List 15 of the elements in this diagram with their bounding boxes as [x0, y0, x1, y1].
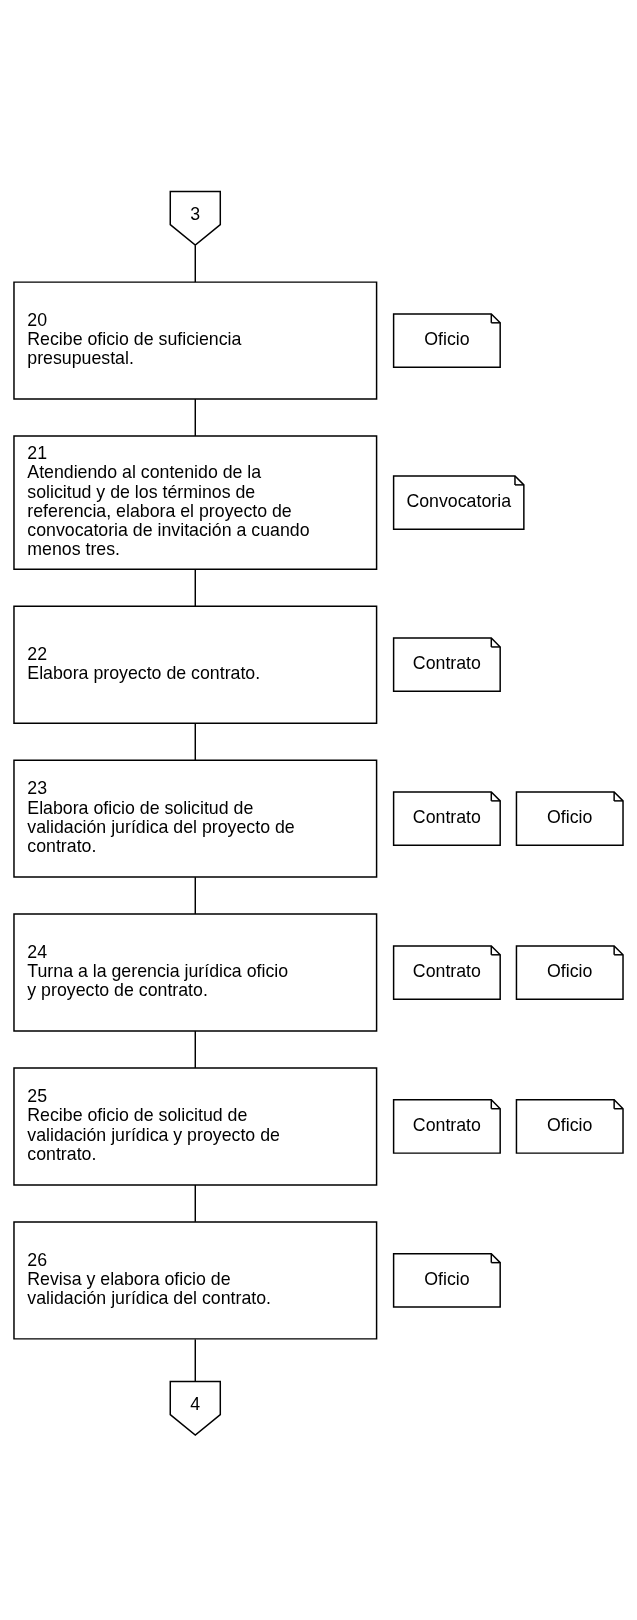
- node-box: 26 Revisa y elabora oficio de validación jurídica del contrato.: [13, 1220, 378, 1340]
- node-box: 24 Turna a la gerencia jurídica oficio y proyecto de contrato.: [13, 912, 378, 1032]
- connector: [194, 1183, 197, 1222]
- node-box: 25 Recibe oficio de solicitud de validación jurídica y proyecto de contrato.: [13, 1066, 378, 1186]
- connector: [194, 875, 197, 915]
- connector: [194, 568, 197, 607]
- node-box: 21 Atendiendo al contenido de la solicitud y de los términos de referencia, elabora el proyecto de convocatoria de invitación a cuando menos tres.: [13, 434, 378, 570]
- connector: [194, 1338, 197, 1382]
- connector: [194, 722, 197, 761]
- connector: [194, 397, 197, 437]
- node-box: 23 Elabora oficio de solicitud de validación jurídica del proyecto de contrato.: [13, 758, 378, 878]
- node-box: 22 Elabora proyecto de contrato.: [13, 605, 378, 724]
- connector: [194, 1029, 197, 1069]
- connector: [194, 244, 197, 283]
- node-box: 20 Recibe oficio de suficiencia presupuestal.: [13, 280, 378, 400]
